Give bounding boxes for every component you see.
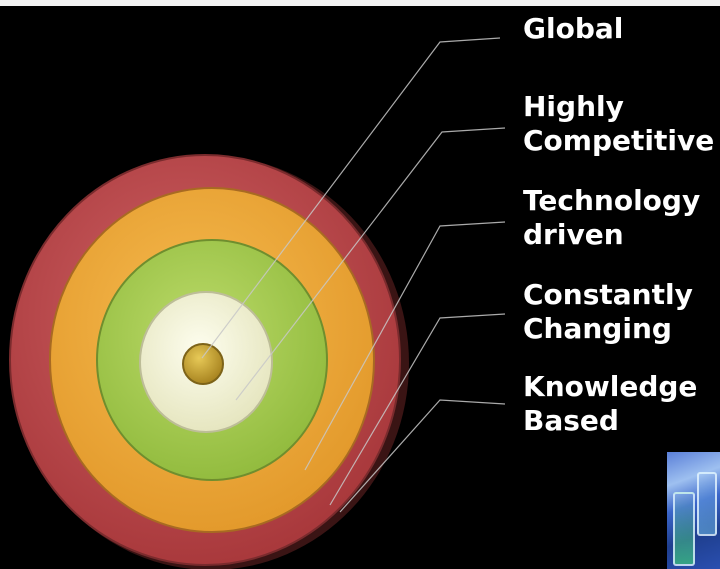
label-knowledge-based: Knowledge Based bbox=[523, 370, 697, 438]
top-divider bbox=[0, 0, 720, 6]
label-tech-line1: Technology bbox=[523, 184, 701, 217]
leader-line-technology-driven bbox=[304, 221, 506, 471]
leader-line-constantly-changing bbox=[329, 313, 506, 506]
label-technology-driven: Technology driven bbox=[523, 184, 700, 252]
label-const-line1: Constantly bbox=[523, 278, 693, 311]
label-know-line1: Knowledge bbox=[523, 370, 698, 403]
label-const-line2: Changing bbox=[523, 312, 672, 345]
ring-knowledge-based-center bbox=[182, 343, 224, 385]
label-know-line2: Based bbox=[523, 404, 619, 437]
leader-line-global bbox=[201, 37, 501, 359]
label-highly-competitive: Highly Competitive bbox=[523, 90, 714, 158]
label-global: Global bbox=[523, 12, 623, 46]
label-highly-line1: Highly bbox=[523, 90, 624, 123]
leader-line-highly-competitive bbox=[235, 127, 506, 401]
label-tech-line2: driven bbox=[523, 218, 624, 251]
test-tube-shape bbox=[697, 472, 717, 536]
leader-line-knowledge-based bbox=[339, 399, 506, 513]
beaker-shape bbox=[673, 492, 695, 566]
label-constantly-changing: Constantly Changing bbox=[523, 278, 693, 346]
label-highly-line2: Competitive bbox=[523, 124, 715, 157]
label-global-text: Global bbox=[523, 12, 624, 45]
lab-glassware-image bbox=[667, 452, 720, 569]
